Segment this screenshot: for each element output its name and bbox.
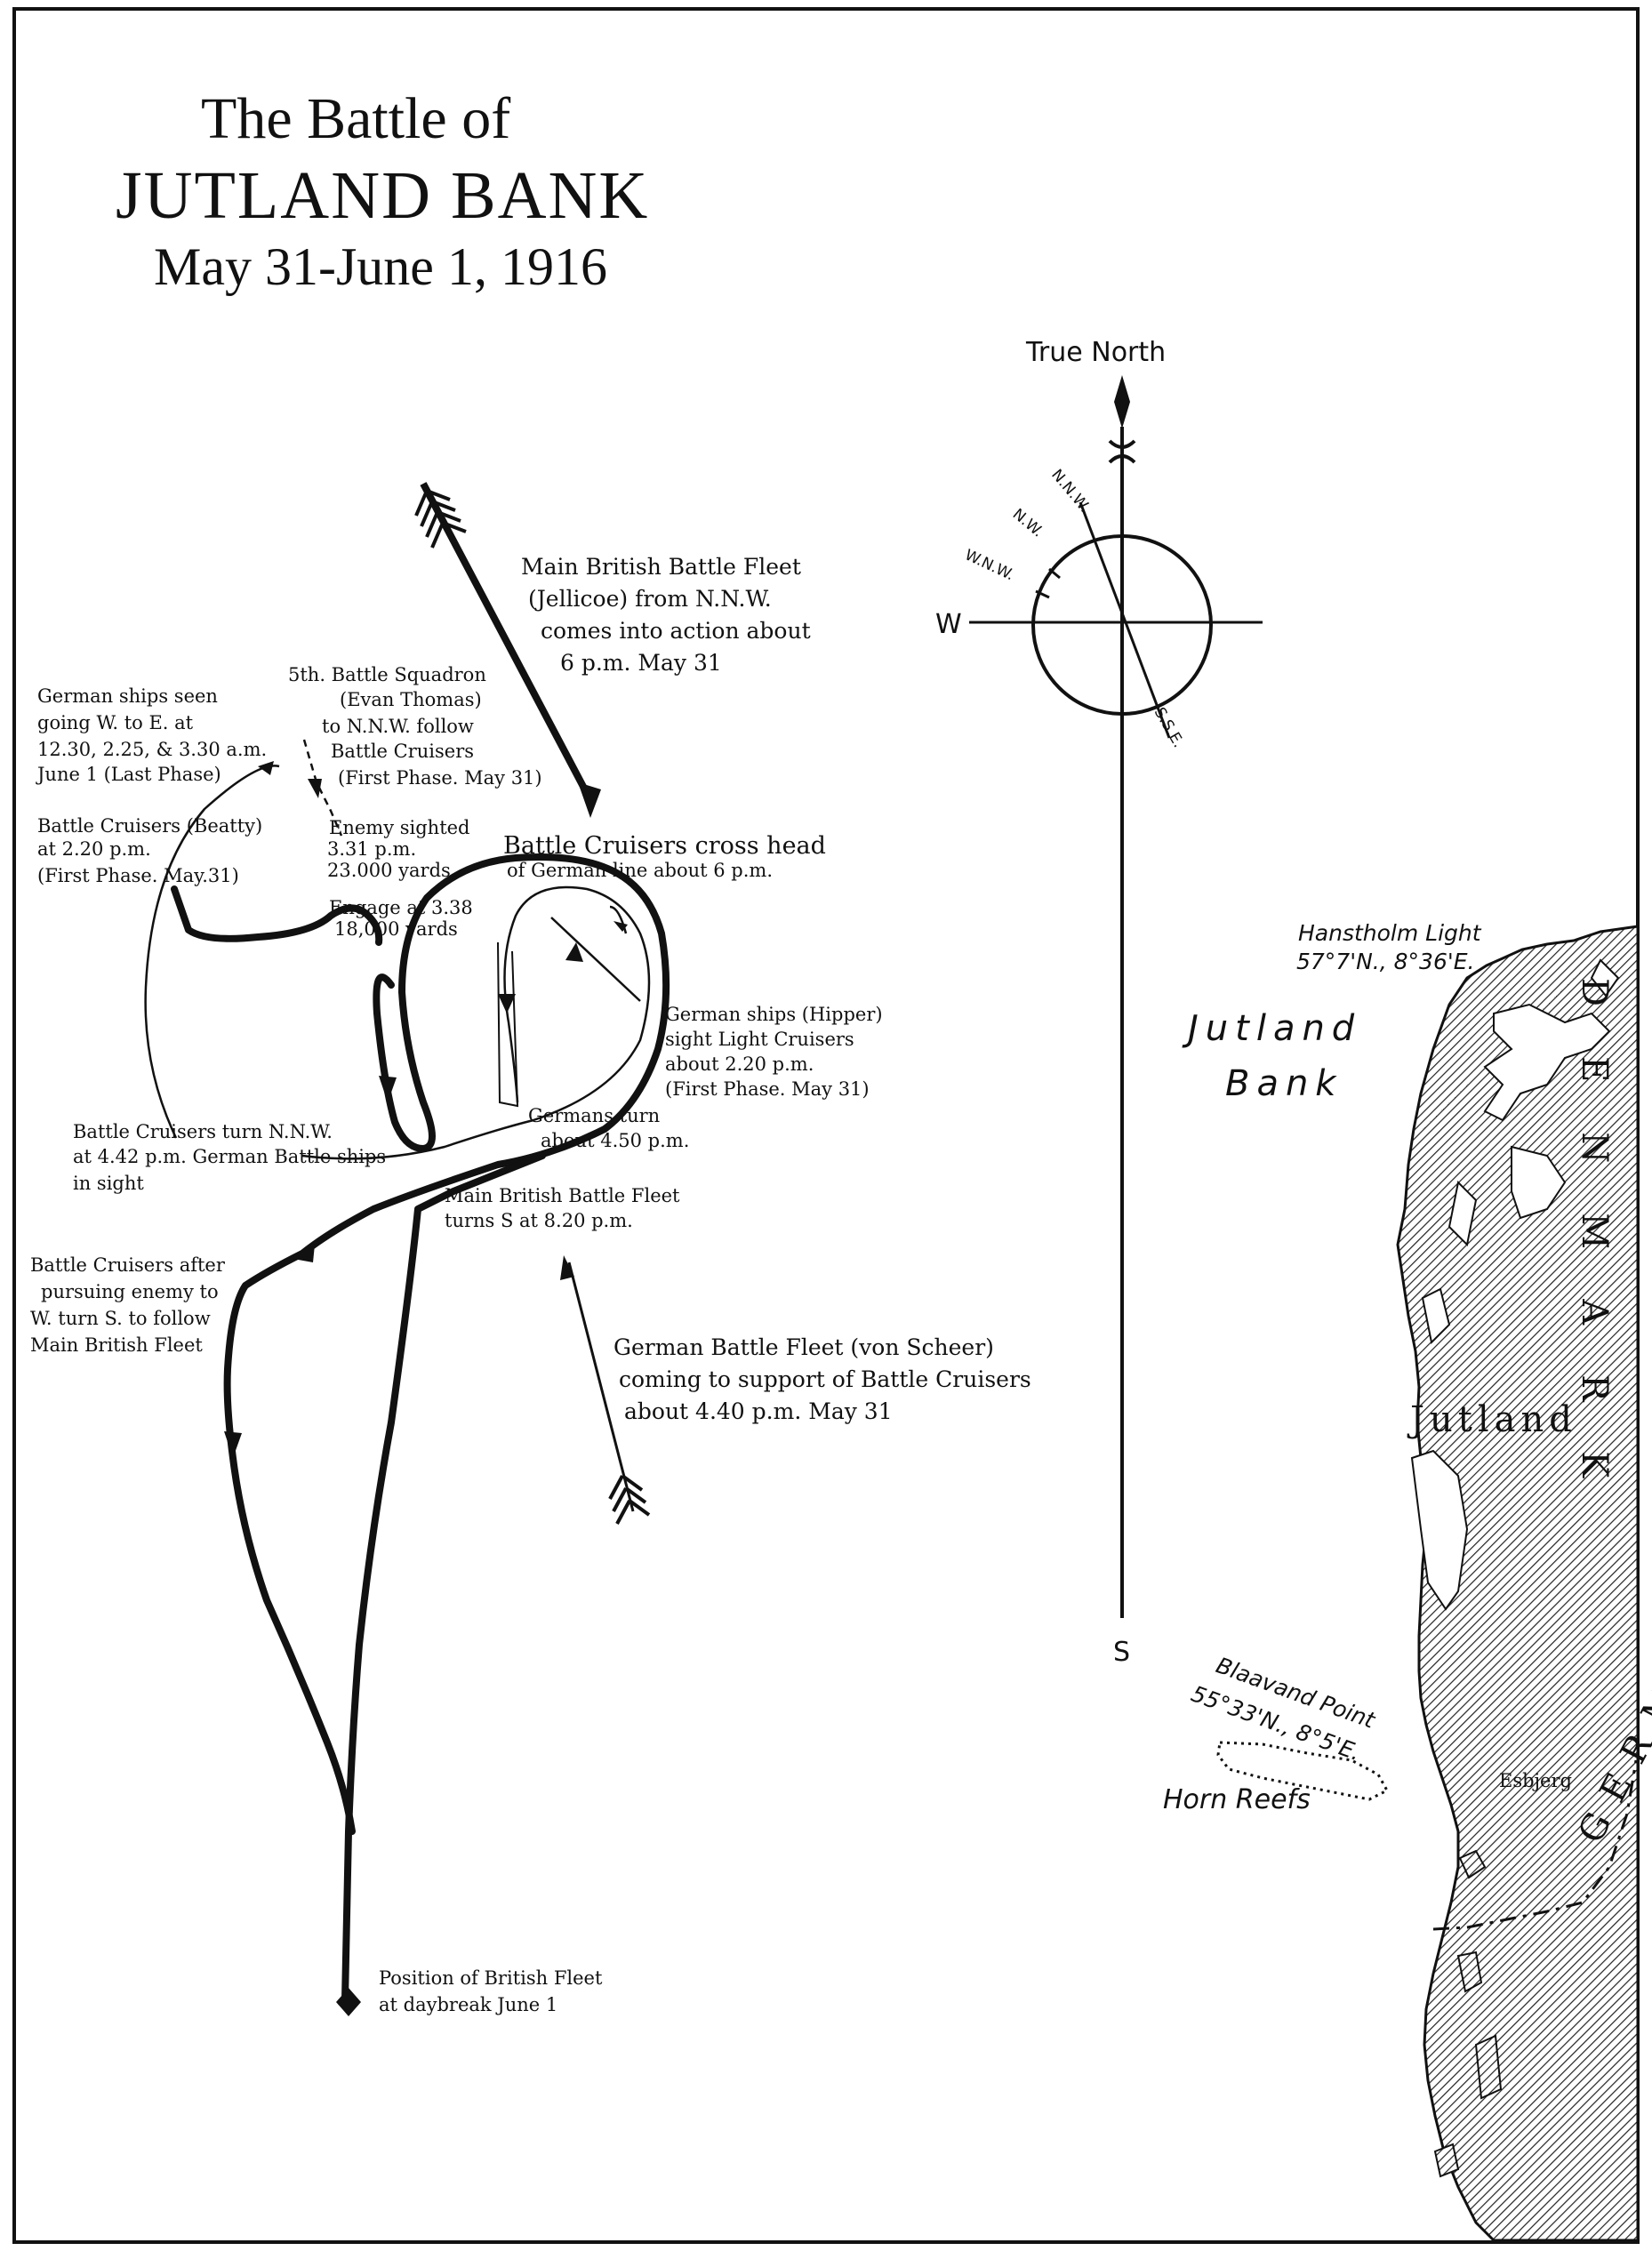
label-esbjerg: Esbjerg (1499, 1770, 1572, 1791)
svg-text:Bank: Bank (1225, 1063, 1343, 1104)
svg-text:(First Phase. May.31): (First Phase. May.31) (37, 865, 239, 886)
label-main-fleet: Main British Battle Fleet (Jellicoe) fro… (521, 554, 811, 676)
label-cruisers-turn: Battle Cruisers turn N.N.W. at 4.42 p.m.… (73, 1121, 386, 1194)
label-german-ships-seen: German ships seen going W. to E. at 12.3… (36, 685, 267, 785)
svg-text:coming to support of Battle Cr: coming to support of Battle Cruisers (619, 1366, 1031, 1392)
svg-text:Main British Battle Fleet: Main British Battle Fleet (521, 554, 801, 580)
svg-text:at 4.42 p.m. German Battle shi: at 4.42 p.m. German Battle ships (73, 1146, 386, 1167)
daybreak-marker-icon (336, 1988, 361, 2016)
label-denmark: DENMARK (1574, 978, 1615, 1527)
svg-text:June 1 (Last Phase): June 1 (Last Phase) (36, 764, 221, 785)
compass-nnw: N.N.W. (1047, 466, 1094, 516)
svg-text:German ships (Hipper): German ships (Hipper) (665, 1004, 883, 1025)
svg-text:German Battle Fleet (von Schee: German Battle Fleet (von Scheer) (613, 1334, 994, 1360)
svg-text:Germans turn: Germans turn (528, 1105, 660, 1126)
compass-rose: True North W S N.N.W. N.W. W.N.W. S.S.E. (935, 337, 1263, 1668)
svg-text:Main British Battle Fleet: Main British Battle Fleet (445, 1185, 680, 1206)
label-daybreak: Position of British Fleet at daybreak Ju… (379, 1967, 603, 2015)
label-horn-reefs: Horn Reefs (1163, 1784, 1311, 1815)
svg-text:German ships seen: German ships seen (37, 685, 218, 707)
compass-wnw: W.N.W. (962, 546, 1017, 584)
compass-west: W (935, 609, 962, 640)
svg-text:Position of British Fleet: Position of British Fleet (379, 1967, 603, 1989)
svg-text:5th. Battle Squadron: 5th. Battle Squadron (288, 664, 486, 685)
label-jutland-land: Jutland (1407, 1399, 1577, 1440)
svg-text:comes into action about: comes into action about (541, 618, 811, 644)
label-hanstholm: Hanstholm Light 57°7'N., 8°36'E. (1296, 920, 1482, 974)
svg-text:Battle Cruisers turn N.N.W.: Battle Cruisers turn N.N.W. (73, 1121, 333, 1142)
map-title-line2: JUTLAND BANK (116, 158, 649, 233)
svg-text:Jutland: Jutland (1182, 1008, 1361, 1049)
label-jutland-bank: Jutland Bank (1182, 1008, 1361, 1104)
svg-text:23.000 yards: 23.000 yards (327, 860, 451, 881)
svg-text:6 p.m. May 31: 6 p.m. May 31 (560, 650, 722, 676)
label-cross-head-2: of German line about 6 p.m. (507, 860, 773, 881)
svg-text:Battle Cruisers (Beatty): Battle Cruisers (Beatty) (37, 815, 262, 837)
svg-text:Engage at 3.38: Engage at 3.38 (329, 897, 473, 918)
svg-text:W. turn S. to follow: W. turn S. to follow (30, 1308, 211, 1329)
label-hipper: German ships (Hipper) sight Light Cruise… (665, 1004, 883, 1100)
svg-text:going W. to E. at: going W. to E. at (37, 712, 194, 733)
svg-text:(Evan Thomas): (Evan Thomas) (340, 689, 482, 710)
fleet-tracks (144, 482, 670, 2016)
svg-text:Battle Cruisers after: Battle Cruisers after (30, 1254, 226, 1276)
svg-text:(First Phase. May 31): (First Phase. May 31) (338, 767, 542, 789)
svg-text:at 2.20 p.m.: at 2.20 p.m. (37, 838, 151, 860)
svg-text:in sight: in sight (73, 1173, 144, 1194)
svg-text:12.30, 2.25, & 3.30 a.m.: 12.30, 2.25, & 3.30 a.m. (37, 739, 267, 760)
label-germans-turn: Germans turn about 4.50 p.m. (528, 1105, 689, 1151)
svg-text:Battle Cruisers: Battle Cruisers (331, 741, 474, 762)
label-von-scheer: German Battle Fleet (von Scheer) coming … (613, 1334, 1031, 1424)
svg-text:Hanstholm Light: Hanstholm Light (1298, 920, 1482, 946)
svg-text:Enemy sighted: Enemy sighted (329, 817, 470, 838)
compass-sse: S.S.E. (1151, 705, 1188, 751)
label-enemy-sighted: Enemy sighted 3.31 p.m. 23.000 yards (327, 817, 470, 881)
map-title-line3: May 31-June 1, 1916 (154, 237, 607, 296)
horn-reefs-shoal (1216, 1741, 1390, 1801)
map-title-line1: The Battle of (201, 86, 510, 151)
label-fleet-turns-s: Main British Battle Fleet turns S at 8.2… (445, 1185, 680, 1231)
svg-text:(Jellicoe) from N.N.W.: (Jellicoe) from N.N.W. (528, 586, 772, 612)
north-diamond-icon (1114, 375, 1130, 429)
svg-text:Main British Fleet: Main British Fleet (30, 1334, 203, 1356)
svg-text:(First Phase. May 31): (First Phase. May 31) (665, 1078, 870, 1100)
label-beatty: Battle Cruisers (Beatty) at 2.20 p.m. (F… (37, 815, 262, 886)
compass-south: S (1113, 1637, 1130, 1668)
svg-text:57°7'N., 8°36'E.: 57°7'N., 8°36'E. (1296, 949, 1474, 974)
label-cross-head: Battle Cruisers cross head (503, 832, 826, 860)
svg-text:to N.N.W. follow: to N.N.W. follow (322, 716, 474, 737)
svg-text:about 4.40 p.m. May 31: about 4.40 p.m. May 31 (624, 1398, 893, 1424)
svg-text:sight Light Cruisers: sight Light Cruisers (665, 1029, 854, 1050)
compass-true-north: True North (1025, 337, 1166, 368)
svg-text:about 2.20 p.m.: about 2.20 p.m. (665, 1053, 814, 1075)
label-fifth-squadron: 5th. Battle Squadron (Evan Thomas) to N.… (288, 664, 542, 789)
compass-nw: N.W. (1009, 506, 1047, 541)
svg-text:at daybreak June 1: at daybreak June 1 (379, 1994, 557, 2015)
label-engage: Engage at 3.38 18,000 yards (329, 897, 473, 940)
svg-text:18,000 yards: 18,000 yards (334, 918, 458, 940)
svg-text:about 4.50 p.m.: about 4.50 p.m. (541, 1130, 689, 1151)
label-cruisers-after: Battle Cruisers after pursuing enemy to … (30, 1254, 226, 1356)
jutland-landmass (1396, 925, 1640, 2242)
svg-text:3.31 p.m.: 3.31 p.m. (327, 838, 416, 860)
svg-text:turns S at 8.20 p.m.: turns S at 8.20 p.m. (445, 1210, 633, 1231)
svg-text:pursuing enemy to: pursuing enemy to (41, 1281, 219, 1302)
